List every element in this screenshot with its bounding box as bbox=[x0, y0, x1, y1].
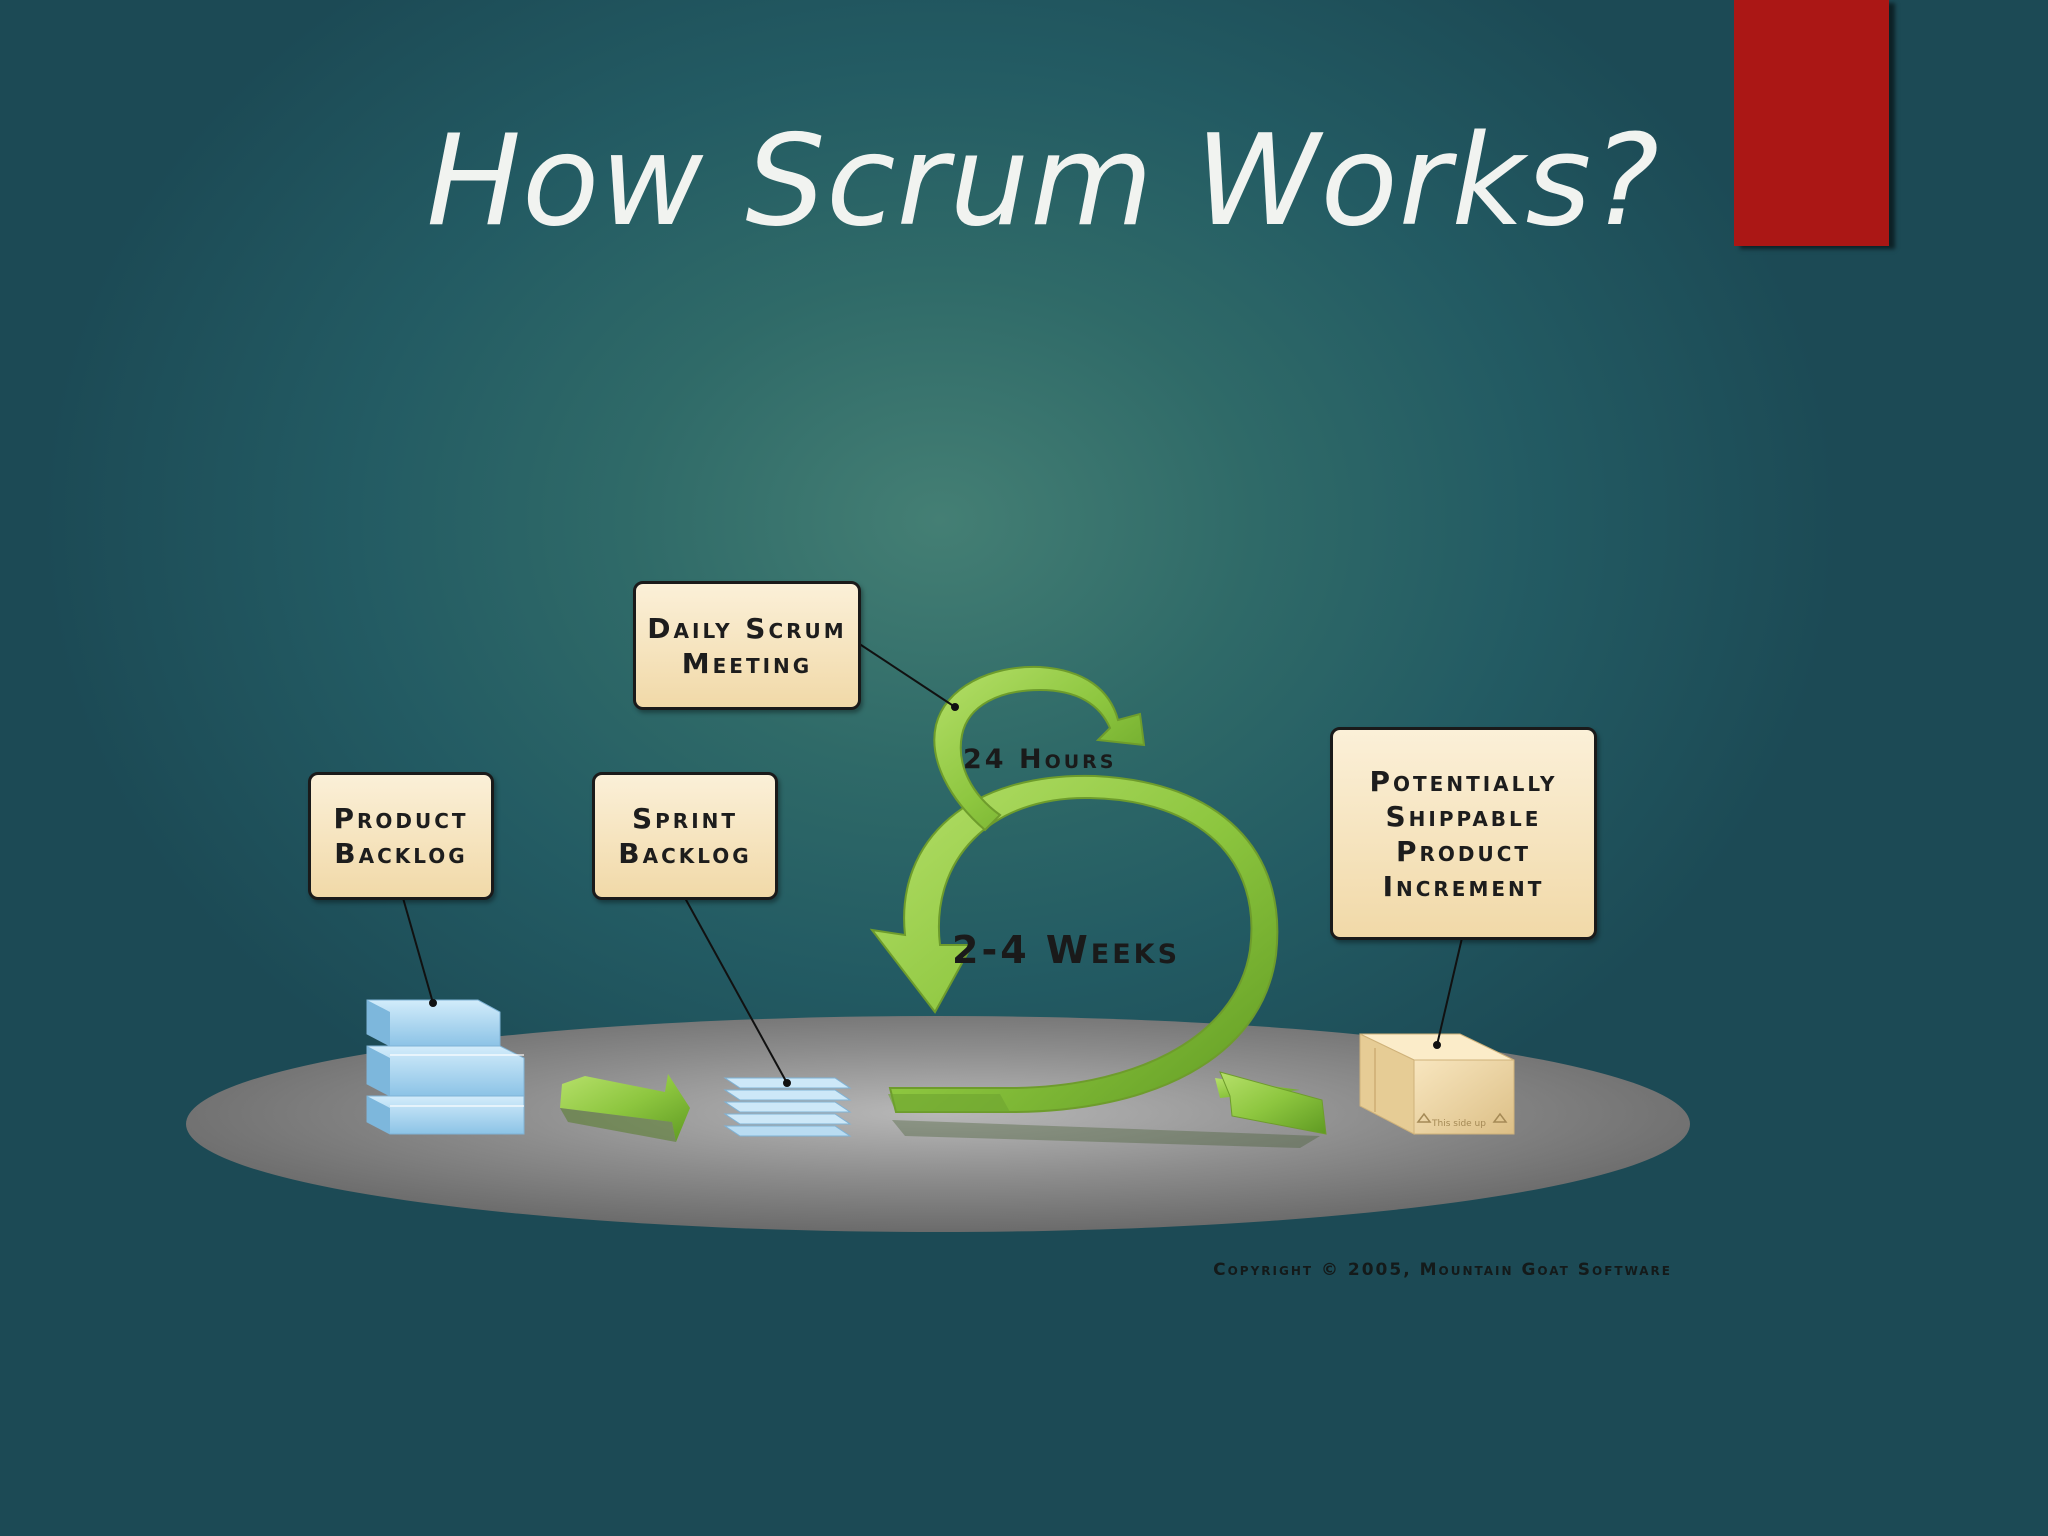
product-backlog-stack bbox=[366, 999, 525, 1135]
daily-cycle-label: 24 Hours bbox=[963, 744, 1116, 775]
callout-lines bbox=[402, 642, 1463, 1087]
shippable-increment-label: Potentially Shippable Product Increment bbox=[1330, 727, 1597, 940]
accent-bar bbox=[1734, 0, 1889, 246]
product-backlog-label: Product Backlog bbox=[308, 772, 494, 900]
sprint-cycle-arrow bbox=[869, 774, 1327, 1148]
slide-title: How Scrum Works? bbox=[426, 107, 1660, 254]
daily-scrum-meeting-label: Daily Scrum Meeting bbox=[633, 581, 861, 710]
platform bbox=[186, 1016, 1690, 1232]
backlog-transfer-arrow bbox=[560, 1074, 690, 1142]
sprint-cycle-label: 2-4 Weeks bbox=[952, 928, 1180, 972]
daily-cycle-arrow bbox=[933, 665, 1146, 832]
copyright-notice: Copyright © 2005, Mountain Goat Software bbox=[1213, 1260, 1672, 1280]
sprint-backlog-label: Sprint Backlog bbox=[592, 772, 778, 900]
sprint-backlog-stack bbox=[723, 1077, 852, 1137]
box-side-text: This side up bbox=[1431, 1119, 1486, 1129]
